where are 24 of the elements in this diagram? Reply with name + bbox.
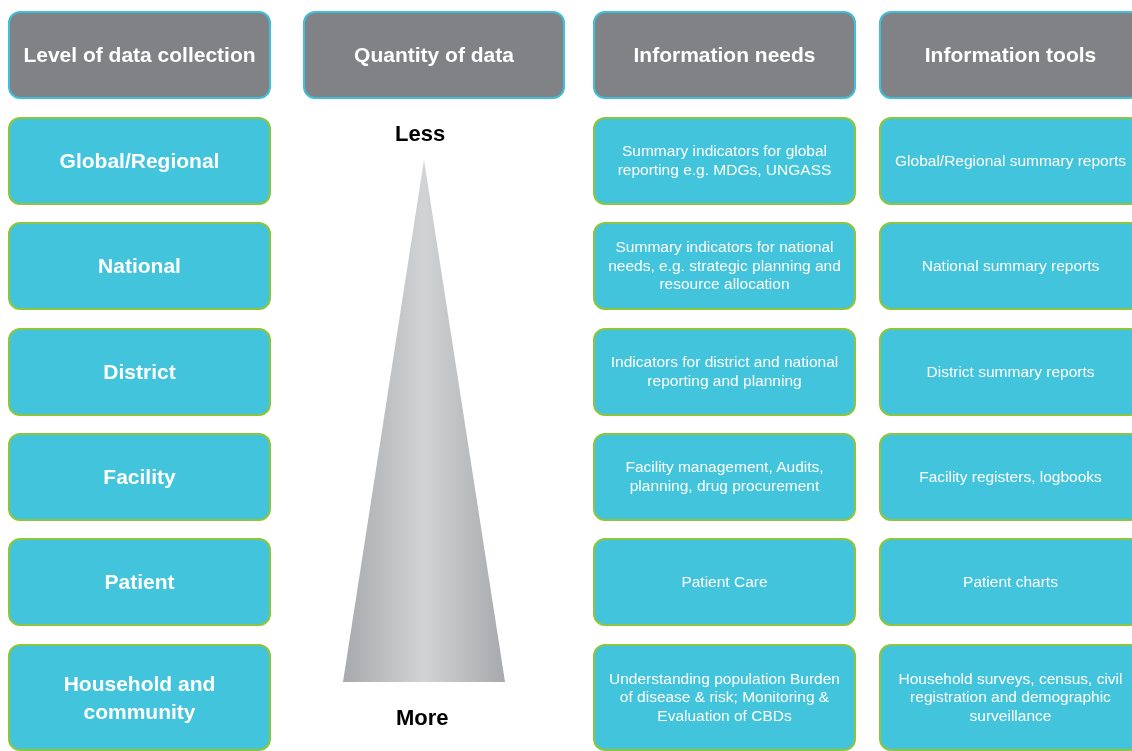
column-header: Information needs: [593, 11, 856, 99]
needs-box: Summary indicators for national needs, e.g. strategic planning and resource allocation: [593, 222, 856, 310]
needs-box: Facility management, Audits, planning, drug procurement: [593, 433, 856, 521]
scale-label: More: [396, 705, 449, 731]
tools-box: Facility registers, logbooks: [879, 433, 1132, 521]
needs-box: Indicators for district and national reporting and planning: [593, 328, 856, 416]
scale-label: Less: [395, 121, 446, 147]
needs-box: Summary indicators for global reporting e.g. MDGs, UNGASS: [593, 117, 856, 205]
tools-box: Global/Regional summary reports: [879, 117, 1132, 205]
level-box: National: [8, 222, 271, 310]
tools-box: District summary reports: [879, 328, 1132, 416]
needs-box: Understanding population Burden of disease & risk; Monitoring & Evaluation of CBDs: [593, 644, 856, 751]
column-header: Level of data collection: [8, 11, 271, 99]
level-box: Household and community: [8, 644, 271, 751]
level-box: Global/Regional: [8, 117, 271, 205]
tools-box: National summary reports: [879, 222, 1132, 310]
tools-box: Household surveys, census, civil registration and demographic surveillance: [879, 644, 1132, 751]
level-box: Patient: [8, 538, 271, 626]
level-box: District: [8, 328, 271, 416]
column-header: Quantity of data: [303, 11, 565, 99]
needs-box: Patient Care: [593, 538, 856, 626]
level-box: Facility: [8, 433, 271, 521]
tools-box: Patient charts: [879, 538, 1132, 626]
column-header: Information tools: [879, 11, 1132, 99]
